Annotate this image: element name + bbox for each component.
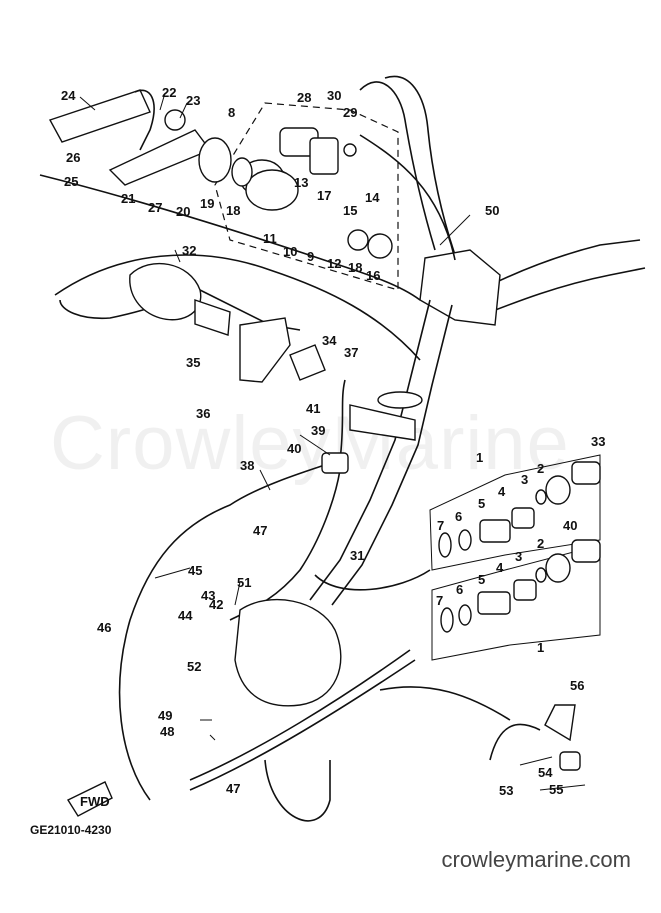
label-48: 48 — [160, 724, 174, 739]
label-38: 38 — [240, 458, 254, 473]
label-27: 27 — [148, 200, 162, 215]
label-2a: 2 — [537, 461, 544, 476]
label-39: 39 — [311, 423, 325, 438]
label-13: 13 — [294, 175, 308, 190]
label-42: 42 — [209, 597, 223, 612]
label-40b: 40 — [563, 518, 577, 533]
label-31: 31 — [350, 548, 364, 563]
label-7a: 7 — [437, 518, 444, 533]
label-3b: 3 — [515, 549, 522, 564]
label-32: 32 — [182, 243, 196, 258]
cable-50 — [359, 134, 456, 261]
end-fitting-56 — [544, 704, 576, 742]
group-box-8 — [214, 102, 399, 291]
label-35: 35 — [186, 355, 200, 370]
label-11: 11 — [263, 231, 277, 246]
label-55: 55 — [549, 782, 563, 797]
label-6a: 6 — [455, 509, 462, 524]
label-14: 14 — [365, 190, 380, 205]
watermark: CrowleyMarine — [50, 401, 570, 486]
label-40a: 40 — [287, 441, 301, 456]
servo-assembly — [129, 262, 301, 336]
label-24: 24 — [61, 88, 76, 103]
label-23: 23 — [186, 93, 200, 108]
label-12: 12 — [327, 256, 341, 271]
label-51: 51 — [237, 575, 251, 590]
cable-lower-loop — [264, 759, 331, 822]
fwd-tag-text: FWD — [80, 794, 110, 809]
footer-url: crowleymarine.com — [441, 847, 632, 872]
cable-47 — [189, 649, 411, 781]
switch-cluster — [164, 109, 393, 259]
label-5b: 5 — [478, 572, 485, 587]
bracket-35 — [239, 317, 291, 383]
part-labels: 24 22 23 8 28 30 29 26 25 21 27 20 19 18… — [61, 85, 605, 798]
label-45: 45 — [188, 563, 202, 578]
label-3a: 3 — [521, 472, 528, 487]
label-2b: 2 — [537, 536, 544, 551]
label-16: 16 — [366, 268, 380, 283]
label-29: 29 — [343, 105, 357, 120]
label-49: 49 — [158, 708, 172, 723]
clamp-34 — [289, 344, 326, 381]
label-43: 43 — [201, 588, 215, 603]
label-22: 22 — [162, 85, 176, 100]
fwd-tag: FWD — [66, 781, 113, 817]
label-41: 41 — [306, 401, 320, 416]
leader-lines — [79, 92, 586, 791]
label-50: 50 — [485, 203, 499, 218]
label-4b: 4 — [496, 560, 504, 575]
label-47a: 47 — [253, 523, 267, 538]
label-37: 37 — [344, 345, 358, 360]
handle-grip — [48, 89, 212, 186]
label-46: 46 — [97, 620, 111, 635]
cable-38 — [118, 459, 341, 801]
label-6b: 6 — [456, 582, 463, 597]
steering-column — [309, 299, 453, 606]
label-53: 53 — [499, 783, 513, 798]
label-56: 56 — [570, 678, 584, 693]
label-5a: 5 — [478, 496, 485, 511]
fitting-40-upper — [321, 452, 349, 474]
diagram-code: GE21010-4230 — [30, 823, 112, 837]
label-33: 33 — [591, 434, 605, 449]
label-18a: 18 — [226, 203, 240, 218]
label-4a: 4 — [498, 484, 506, 499]
bracket-54 — [559, 751, 581, 771]
label-21: 21 — [121, 191, 135, 206]
fitting-group-upper — [429, 454, 601, 571]
label-1a: 1 — [476, 450, 483, 465]
label-52: 52 — [187, 659, 201, 674]
label-30: 30 — [327, 88, 341, 103]
label-15: 15 — [343, 203, 357, 218]
label-36: 36 — [196, 406, 210, 421]
cable-loom — [229, 469, 341, 621]
label-10: 10 — [283, 244, 297, 259]
label-7b: 7 — [436, 593, 443, 608]
cable-31 — [314, 569, 431, 591]
label-17: 17 — [317, 188, 331, 203]
label-9: 9 — [307, 249, 314, 264]
fitting-group-lower — [431, 539, 601, 661]
label-28: 28 — [297, 90, 311, 105]
pump-housing — [234, 598, 342, 707]
label-1b: 1 — [537, 640, 544, 655]
label-47b: 47 — [226, 781, 240, 796]
label-19: 19 — [200, 196, 214, 211]
label-25: 25 — [64, 174, 78, 189]
label-54: 54 — [538, 765, 553, 780]
label-26: 26 — [66, 150, 80, 165]
label-8: 8 — [228, 105, 235, 120]
label-34: 34 — [322, 333, 337, 348]
label-18b: 18 — [348, 260, 362, 275]
handlebar — [359, 75, 646, 326]
label-44: 44 — [178, 608, 193, 623]
label-20: 20 — [176, 204, 190, 219]
